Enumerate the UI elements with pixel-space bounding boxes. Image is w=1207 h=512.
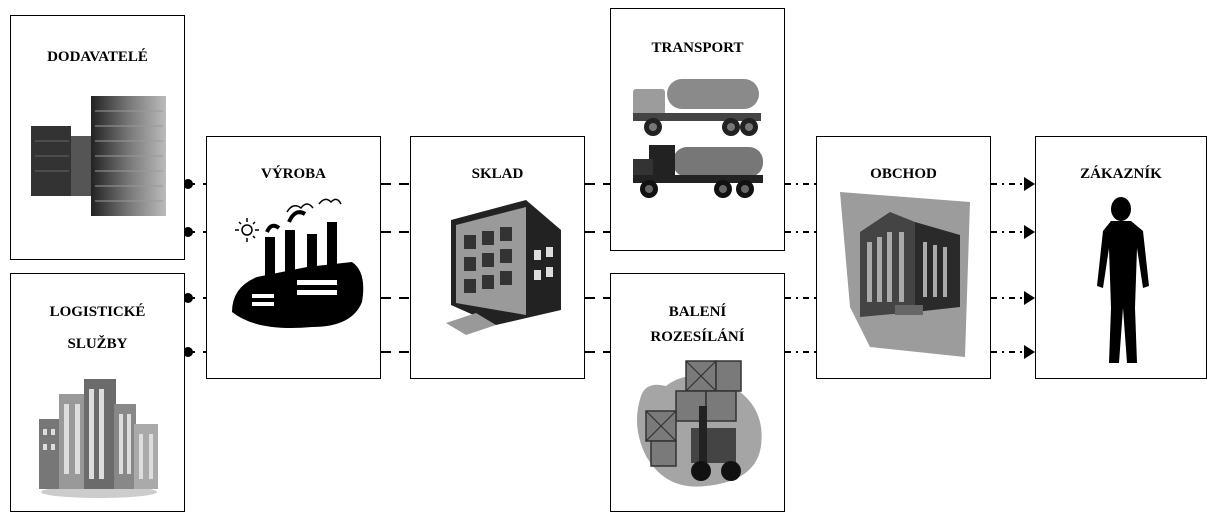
arrowhead — [1024, 345, 1035, 359]
store-building-icon — [840, 192, 970, 357]
box-zakaznik: ZÁKAZNÍK — [1035, 136, 1207, 379]
box-title: ZÁKAZNÍK — [1080, 166, 1162, 182]
box-obchod: OBCHOD — [816, 136, 991, 379]
box-title-line1: LOGISTICKÉ — [49, 304, 146, 320]
city-buildings-icon — [39, 379, 158, 498]
box-vyroba: VÝROBA — [206, 136, 381, 379]
person-silhouette-icon — [1097, 197, 1149, 363]
tanker-trucks-icon — [633, 79, 763, 198]
box-title: OBCHOD — [870, 166, 937, 182]
box-title: VÝROBA — [260, 166, 326, 182]
box-title: DODAVATELÉ — [47, 49, 148, 65]
box-transport: TRANSPORT — [610, 8, 785, 251]
box-title-line2: SLUŽBY — [67, 336, 128, 352]
arrowhead — [1024, 225, 1035, 239]
arrowhead — [1024, 177, 1035, 191]
connector-dot — [183, 293, 193, 303]
box-dodavatele: DODAVATELÉ — [10, 15, 185, 260]
connector-dot — [183, 227, 193, 237]
box-title-line1: BALENÍ — [668, 304, 727, 320]
box-title-line2: ROZESÍLÁNÍ — [650, 329, 745, 345]
box-logisticke-sluzby: LOGISTICKÉ SLUŽBY — [10, 273, 185, 512]
box-sklad: SKLAD — [410, 136, 585, 379]
connector-dot — [183, 179, 193, 189]
box-title: TRANSPORT — [651, 40, 744, 56]
box-title: SKLAD — [471, 166, 524, 182]
box-baleni-rozesilani: BALENÍ ROZESÍLÁNÍ — [610, 273, 785, 512]
factory-icon — [232, 198, 364, 328]
arrowhead — [1024, 291, 1035, 305]
warehouse-icon — [446, 200, 561, 335]
office-buildings-icon — [31, 96, 166, 216]
connector-dot — [183, 347, 193, 357]
forklift-boxes-icon — [637, 360, 762, 487]
